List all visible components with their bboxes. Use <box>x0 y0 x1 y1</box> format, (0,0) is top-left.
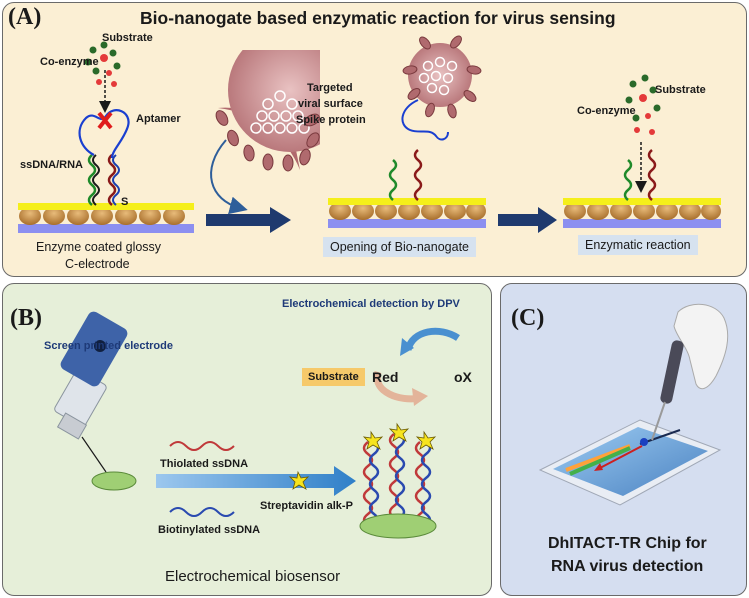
opening-label: Opening of Bio-nanogate <box>323 237 476 257</box>
s-label: S <box>121 196 129 208</box>
blocked-cross-icon <box>97 111 113 130</box>
enzyme-coated-line1: Enzyme coated glossy <box>36 240 162 254</box>
enzyme-row-1 <box>19 207 185 225</box>
ox-label: oX <box>454 369 472 385</box>
electrode-base <box>359 513 437 539</box>
targeted-label-line1: Targeted <box>307 82 353 94</box>
chip-device <box>538 419 722 506</box>
substrate-label-1: Substrate <box>102 32 153 44</box>
streptavidin-star-icon <box>288 470 310 490</box>
streptavidin-label: Streptavidin alk-P <box>260 500 353 512</box>
panel-c-caption-line1: DhITACT-TR Chip for <box>548 535 707 552</box>
panel-c-caption-line2: RNA virus detection <box>551 558 704 575</box>
assembly-arrow <box>156 466 356 496</box>
electrode-1 <box>18 41 194 233</box>
binding-arrow <box>210 139 248 215</box>
electrode-2 <box>328 149 486 228</box>
ssdna-rna-label: ssDNA/RNA <box>20 159 83 171</box>
red-label: Red <box>372 369 399 385</box>
electrode-disk <box>91 471 137 491</box>
panel-a-title: Bio-nanogate based enzymatic reaction fo… <box>140 8 616 28</box>
redox-cycle <box>373 327 460 406</box>
molecule-dots-1 <box>84 41 121 87</box>
targeted-label-line3: Spike protein <box>296 114 366 126</box>
panel-c-label: (C) <box>511 305 545 331</box>
substrate-box: Substrate <box>302 368 365 386</box>
virus-particle-1 <box>215 50 320 172</box>
enzyme-coated-line2: C-electrode <box>65 257 130 271</box>
molecule-dots-2 <box>625 74 661 135</box>
thiolated-label: Thiolated ssDNA <box>160 458 249 470</box>
screen-printed-label: Screen printed electrode <box>44 340 173 352</box>
panel-b-label: (B) <box>10 305 42 331</box>
biotinylated-label: Biotinylated ssDNA <box>158 524 261 536</box>
targeted-label-line2: viral surface <box>298 98 363 110</box>
dpv-title: Electrochemical detection by DPV <box>282 298 460 310</box>
pipette-hand <box>651 303 729 441</box>
panel-b-caption: Electrochemical biosensor <box>165 568 341 585</box>
electrode-3 <box>563 74 721 228</box>
process-arrow-1 <box>206 207 291 233</box>
aptamer-strand <box>78 109 130 159</box>
coenzyme-label-1: Co-enzyme <box>40 56 99 68</box>
aptamer-label: Aptamer <box>136 113 181 125</box>
process-arrow-2 <box>498 207 557 233</box>
virus-particle-2 <box>401 35 482 141</box>
coenzyme-label-2: Co-enzyme <box>577 105 636 117</box>
substrate-label-2: Substrate <box>655 84 706 96</box>
panel-a-label: (A) <box>8 4 42 30</box>
bound-aptamer <box>401 99 449 141</box>
screen-printed-electrode-device <box>54 311 128 440</box>
enzymatic-reaction-label: Enzymatic reaction <box>578 235 698 255</box>
